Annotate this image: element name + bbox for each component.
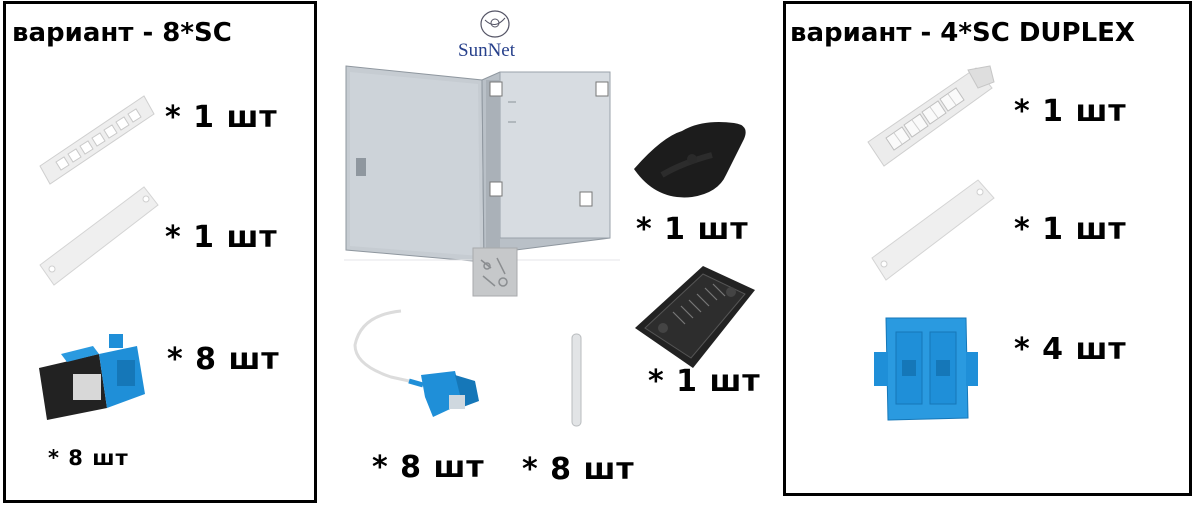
variant-4sc-duplex-title: вариант - 4*SC DUPLEX xyxy=(790,18,1135,48)
splice-tray-cover-image xyxy=(632,115,752,205)
sc-duplex-adapter-image xyxy=(870,312,980,424)
qty-blank-plate-right: * 1 шт xyxy=(1014,212,1127,247)
qty-adapter-plate-4sc-duplex: * 1 шт xyxy=(1014,94,1127,129)
screw-bag-image xyxy=(471,246,519,298)
qty-sc-duplex-adapter: * 4 шт xyxy=(1014,332,1127,367)
qty-sc-simplex-adapter: * 8 шт xyxy=(167,342,280,377)
qty-sc-simplex-adapter-extra: * 8 шт xyxy=(48,446,129,470)
qty-blank-plate-left: * 1 шт xyxy=(165,220,278,255)
variant-4sc-duplex-panel: вариант - 4*SC DUPLEX xyxy=(783,1,1192,496)
sc-simplex-adapter-image xyxy=(33,332,153,422)
qty-splice-tray-cover: * 1 шт xyxy=(636,212,749,247)
variant-8sc-title: вариант - 8*SC xyxy=(12,18,232,48)
qty-splice-sleeve: * 8 шт xyxy=(522,452,635,487)
adapter-plate-4sc-duplex-image xyxy=(864,64,999,174)
blank-plate-right-image xyxy=(868,176,998,286)
qty-sc-pigtail: * 8 шт xyxy=(372,450,485,485)
splice-sleeve-image xyxy=(566,330,586,430)
adapter-plate-8sc-image xyxy=(36,92,156,192)
sc-pigtail-image xyxy=(351,305,491,425)
sunnet-logo: SunNet xyxy=(455,6,535,66)
blank-plate-left-image xyxy=(36,183,161,293)
qty-adapter-plate-8sc: * 1 шт xyxy=(165,100,278,135)
variant-8sc-panel: вариант - 8*SC xyxy=(3,1,317,503)
wall-box-image xyxy=(340,62,625,267)
splice-tray-image xyxy=(633,262,758,372)
qty-splice-tray: * 1 шт xyxy=(648,364,761,399)
sunnet-logo-text: SunNet xyxy=(458,40,516,61)
